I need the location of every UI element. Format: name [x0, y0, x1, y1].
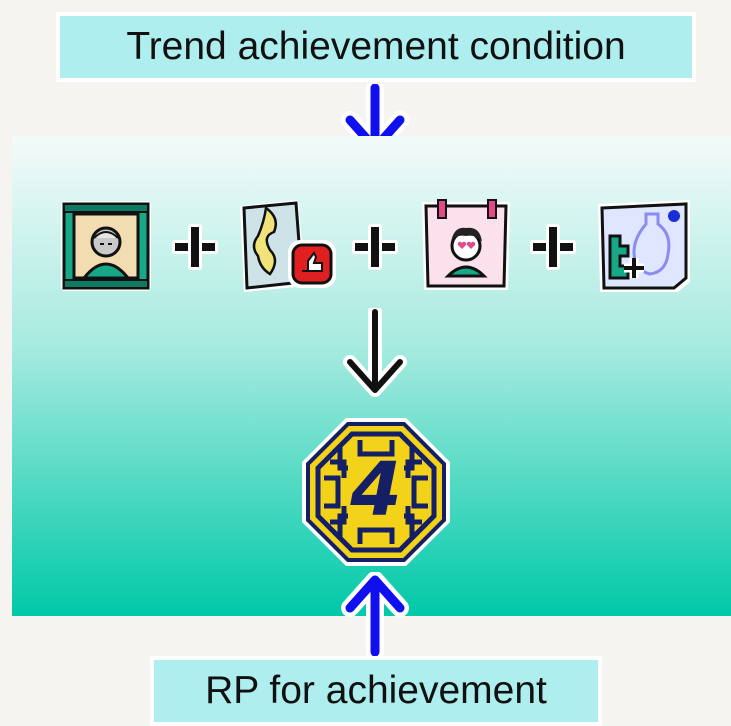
plus-icon: [352, 224, 398, 270]
fan-poster-icon: [422, 199, 510, 290]
rp-badge-icon: [302, 418, 450, 566]
trend-condition-text: Trend achievement condition: [126, 25, 626, 68]
black-arrow-down-icon: [343, 308, 407, 397]
blue-arrow-up-icon: [341, 572, 409, 656]
map-like-icon: [240, 200, 336, 292]
elder-portrait-icon: [61, 201, 151, 291]
rp-value: 4: [350, 447, 402, 533]
puzzle-vase-icon: [598, 200, 690, 292]
plus-icon: [172, 224, 218, 270]
rp-achievement-text: RP for achievement: [205, 669, 547, 712]
rp-achievement-label: RP for achievement: [150, 656, 602, 726]
plus-icon: [530, 224, 576, 270]
trend-condition-label: Trend achievement condition: [56, 12, 696, 82]
